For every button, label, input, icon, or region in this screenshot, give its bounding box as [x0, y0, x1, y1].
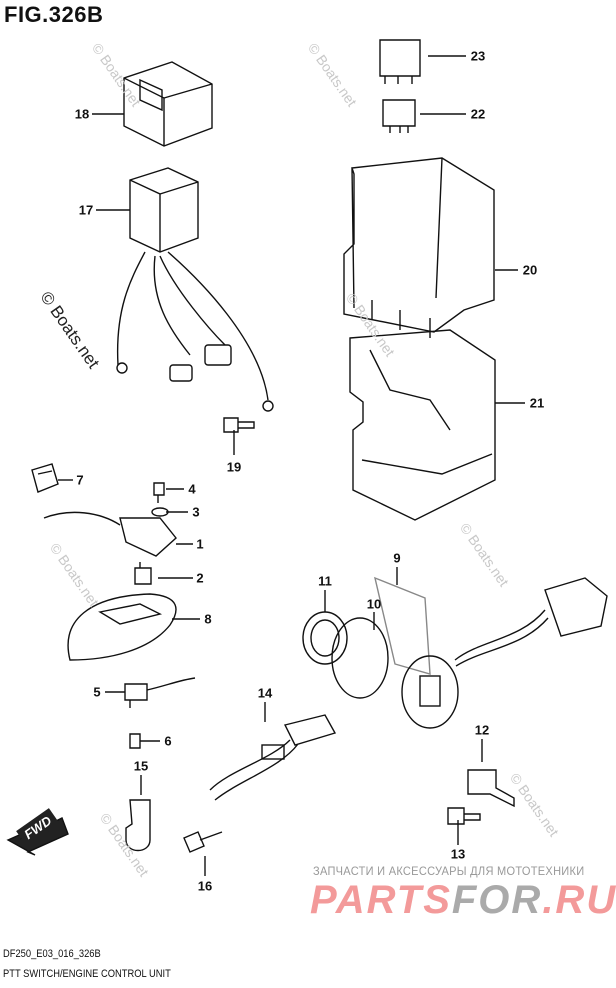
callout-8[interactable]: 8	[204, 611, 212, 627]
diagram-caption: PTT SWITCH/ENGINE CONTROL UNIT	[3, 968, 171, 980]
part-ecu-20	[343, 157, 495, 338]
brand-logo: PARTSFOR.RU	[310, 877, 616, 923]
callout-2[interactable]: 2	[196, 570, 204, 586]
callout-16[interactable]: 16	[197, 878, 213, 894]
diagram-code: DF250_E03_016_326B	[3, 948, 101, 960]
callout-3[interactable]: 3	[192, 504, 200, 520]
part-screw-6	[129, 733, 141, 749]
callout-7[interactable]: 7	[76, 472, 84, 488]
part-switch-5	[124, 677, 196, 708]
brand-name-b: FOR	[451, 878, 543, 922]
part-switch-housing-8	[67, 593, 177, 661]
part-bolt-13	[447, 807, 481, 825]
part-sensor-1	[43, 511, 177, 557]
callout-10[interactable]: 10	[366, 596, 382, 612]
callout-9[interactable]: 9	[393, 550, 401, 566]
figure-title: FIG.326B	[4, 2, 104, 27]
part-clip-7	[31, 463, 59, 493]
part-trim-switch-9	[374, 576, 608, 729]
part-screw-2	[134, 562, 152, 585]
callout-21[interactable]: 21	[529, 395, 545, 411]
part-bolt-19	[223, 417, 255, 433]
part-screw-4	[153, 482, 165, 503]
callout-1[interactable]: 1	[196, 536, 204, 552]
part-unit-17	[116, 167, 274, 412]
part-clamp-12	[467, 769, 515, 808]
part-relay-22	[382, 99, 416, 133]
callout-18[interactable]: 18	[74, 106, 90, 122]
callout-11[interactable]: 11	[318, 573, 332, 589]
brand-name-c: .RU	[542, 878, 616, 922]
callout-4[interactable]: 4	[188, 481, 196, 497]
part-clamp-15	[125, 799, 151, 852]
leader-lines	[58, 55, 525, 876]
part-holder-21	[349, 329, 496, 521]
callout-23[interactable]: 23	[470, 48, 486, 64]
callout-14[interactable]: 14	[257, 685, 273, 701]
part-screw-16	[183, 831, 223, 853]
part-washer-3	[151, 507, 169, 517]
part-cover-18	[123, 61, 213, 147]
callout-15[interactable]: 15	[133, 758, 149, 774]
callout-6[interactable]: 6	[164, 733, 172, 749]
callout-17[interactable]: 17	[78, 202, 94, 218]
callout-13[interactable]: 13	[450, 846, 466, 862]
callout-22[interactable]: 22	[470, 106, 486, 122]
callout-12[interactable]: 12	[474, 722, 490, 738]
callout-5[interactable]: 5	[93, 684, 101, 700]
part-oring-10	[331, 617, 389, 699]
part-connector-14	[209, 714, 337, 801]
brand-name-a: PARTS	[310, 878, 452, 922]
part-relay-23	[379, 39, 421, 84]
part-ring-11	[302, 611, 348, 665]
callout-19[interactable]: 19	[226, 459, 242, 475]
brand-tagline: ЗАПЧАСТИ И АКСЕССУАРЫ ДЛЯ МОТОТЕХНИКИ	[313, 864, 585, 878]
callout-20[interactable]: 20	[522, 262, 538, 278]
